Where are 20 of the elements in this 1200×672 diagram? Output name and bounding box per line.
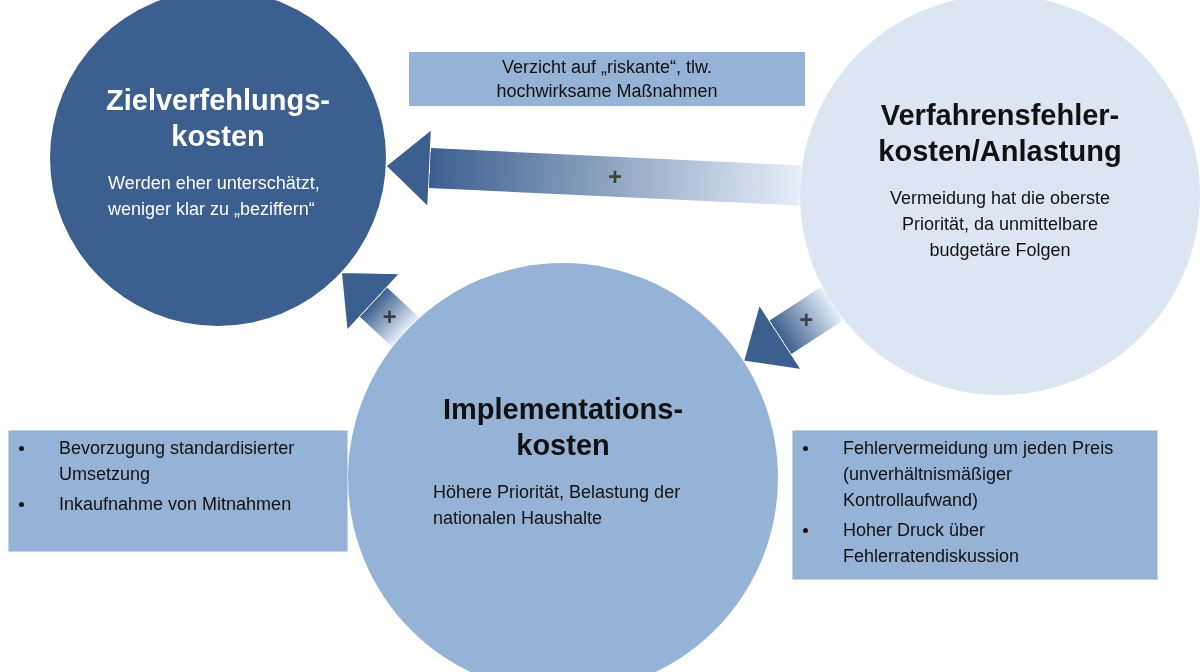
note-text: Verzicht auf „riskante“, tlw. hochwirksame Maßnahmen <box>495 56 719 103</box>
circle-description: Höhere Priorität, Belastung der nationalen Haushalte <box>433 481 682 530</box>
note-box <box>409 52 805 106</box>
edge-label: + <box>799 308 814 333</box>
bullet-list-box <box>8 430 348 552</box>
edge-label: + <box>608 164 622 189</box>
bullet-text: Inkaufnahme von Mitnahmen <box>59 493 292 516</box>
bullet-text: Bevorzugung standardisierter Umsetzung <box>59 437 296 486</box>
edge-label: + <box>382 304 397 329</box>
circle-description: Vermeidung hat die oberste Priorität, da unmittelbare budgetäre Folgen <box>888 187 1112 262</box>
bullet-list-box <box>792 430 1158 580</box>
circle-heading: Zielverfehlungs- kosten <box>105 83 331 154</box>
bullet-text: Fehlervermeidung um jeden Preis (unverhältnismäßiger Kontrollaufwand) <box>843 437 1115 512</box>
block-arrow <box>385 128 802 208</box>
circle-heading: Verfahrensfehler- kosten/Anlastung <box>877 98 1123 169</box>
bullet-text: Hoher Druck über Fehlerratendiskussion <box>843 519 1021 568</box>
circle-description: Werden eher unterschätzt, weniger klar zu „beziffern“ <box>108 172 321 221</box>
circle-heading: Implementations- kosten <box>441 392 685 463</box>
block-arrow <box>340 271 419 347</box>
block-arrow <box>742 286 843 371</box>
